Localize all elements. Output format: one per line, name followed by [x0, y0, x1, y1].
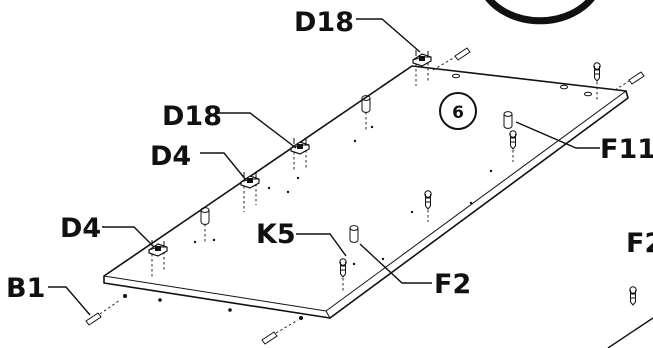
label-d4-lower: D4 [60, 213, 101, 244]
screws [339, 62, 637, 306]
label-k5: K5 [256, 219, 296, 250]
surface-holes [193, 73, 592, 266]
next-panel-edge [607, 317, 653, 348]
label-d18-left: D18 [162, 101, 222, 132]
detail-circle [485, 0, 595, 25]
label-b1: B1 [6, 273, 45, 304]
dowels [200, 95, 513, 243]
leader-lines [48, 18, 600, 316]
panel-board [103, 65, 629, 319]
label-d18-top: D18 [294, 7, 354, 38]
step-badge: 6 [439, 92, 477, 130]
label-f2-center: F2 [434, 269, 471, 300]
side-dowels [85, 47, 645, 345]
label-d4-upper: D4 [150, 141, 191, 172]
label-f11: F11 [600, 134, 653, 165]
step-number: 6 [452, 103, 464, 123]
label-f2-right: F2 [626, 228, 653, 259]
edge-holes [123, 294, 303, 320]
cam-fittings [148, 49, 432, 277]
